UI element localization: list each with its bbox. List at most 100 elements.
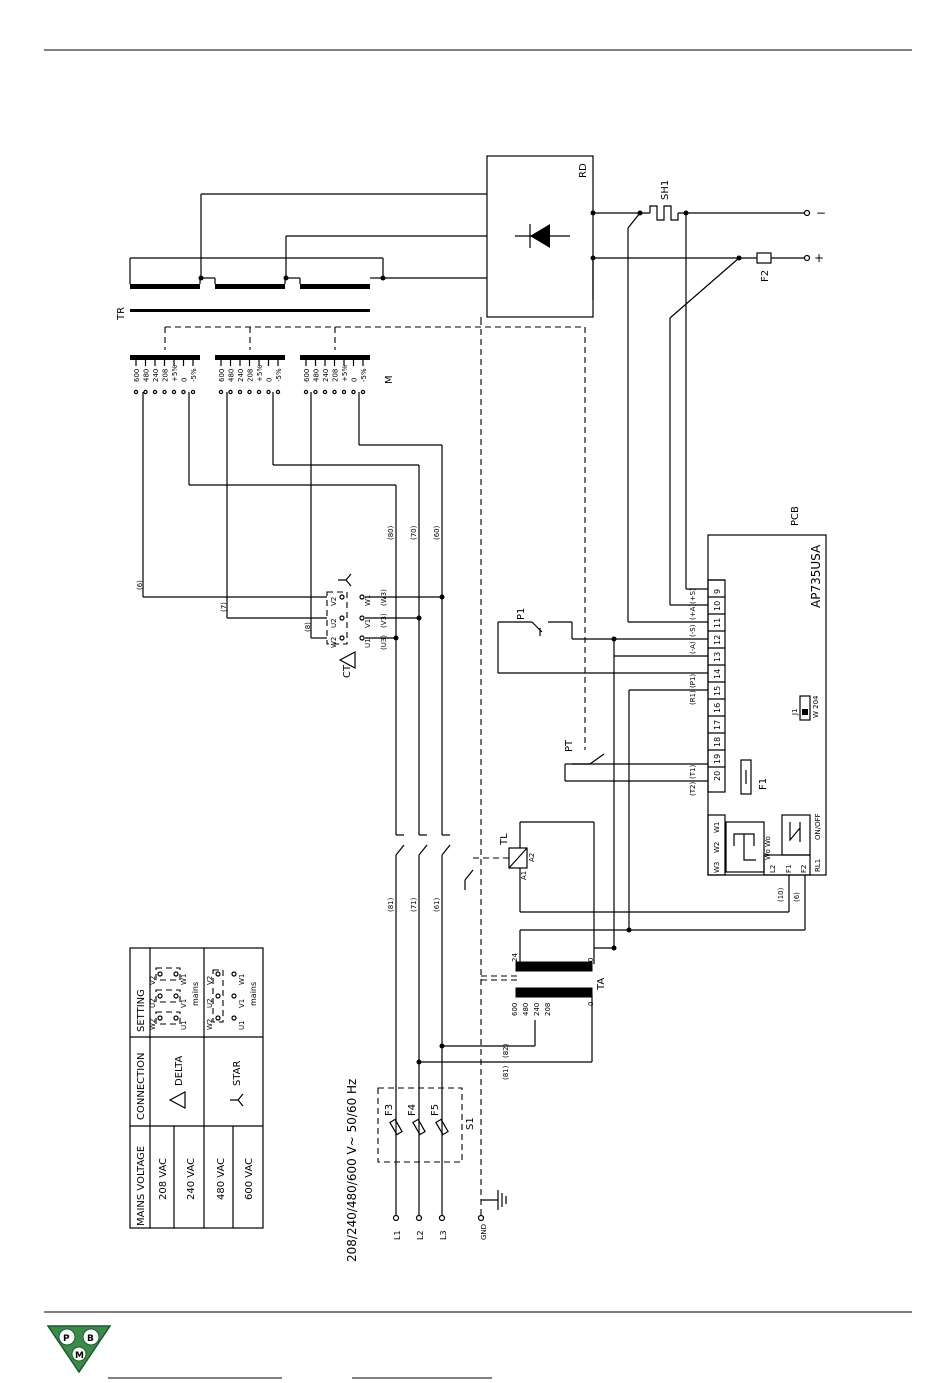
pcb-left-terminal: F2: [800, 865, 808, 873]
sh1-shunt: SH1: [649, 180, 679, 221]
svg-text:P: P: [63, 1334, 70, 1344]
supply-spec: 208/240/480/600 V~ 50/60 Hz: [345, 1079, 359, 1262]
svg-text:0: 0: [587, 958, 595, 962]
tap-label: -5%: [360, 368, 368, 382]
svg-text:M: M: [75, 1351, 84, 1361]
tap-terminal: [303, 389, 309, 395]
tap-label: 0: [351, 378, 359, 382]
svg-text:240: 240: [533, 1003, 541, 1016]
tap-label: 600: [303, 369, 311, 382]
rd-rectifier-box: [486, 155, 594, 318]
pcb-terminal-number: 19: [713, 754, 722, 764]
svg-text:(T1): (T1): [689, 765, 697, 779]
svg-text:V2: V2: [330, 597, 338, 606]
tap-terminal: [322, 389, 328, 395]
svg-text:ON/OFF: ON/OFF: [814, 813, 822, 840]
tr-transformer: TR: [116, 257, 585, 360]
supply-terminals: L1 L2 L3 GND: [392, 1214, 488, 1240]
svg-text:(80): (80): [387, 525, 395, 540]
tap-label: 600: [133, 369, 141, 382]
tap-terminal: [143, 389, 148, 395]
rd-label: RD: [578, 163, 589, 178]
s1-switch-box: [377, 1087, 463, 1163]
output-minus-terminal: [803, 209, 811, 217]
tap-label: -5%: [190, 368, 198, 382]
f2-fuse: F2: [756, 252, 772, 282]
ta-transformer: TA 24 0 600 480 240 208 0: [511, 953, 607, 1062]
voltage-480: 480 VAC: [216, 1158, 227, 1200]
f5-label: F5: [430, 1104, 441, 1116]
pcb-terminal-number: 20: [713, 771, 722, 781]
svg-text:Wo Wo: Wo Wo: [764, 836, 772, 860]
pcb-left-terminal: L2: [769, 865, 777, 873]
svg-text:(70): (70): [410, 525, 418, 540]
tap-terminal: [181, 389, 186, 395]
svg-text:(8): (8): [304, 622, 312, 632]
svg-text:(81): (81): [502, 1065, 510, 1080]
pcb-terminal-number: 18: [713, 737, 722, 747]
pcb-terminal-number: 12: [713, 635, 722, 645]
svg-text:(81): (81): [387, 897, 395, 912]
star-symbol-icon: [230, 1093, 244, 1107]
sh1-label: SH1: [660, 180, 671, 200]
svg-text:(60): (60): [433, 525, 441, 540]
tap-terminal: [266, 389, 271, 395]
svg-text:U1: U1: [238, 1020, 246, 1030]
j1-jumper: J1 W 204: [791, 695, 820, 721]
svg-text:mains: mains: [249, 982, 258, 1006]
s1-label: S1: [465, 1117, 476, 1130]
tap-terminal: [332, 389, 337, 395]
tap-label: 600: [218, 369, 226, 382]
star-label: STAR: [232, 1060, 243, 1086]
pcb-left-terminal: W1: [713, 822, 721, 833]
tap-label: 208: [162, 369, 170, 382]
svg-text:W 204: W 204: [812, 695, 820, 718]
tap-terminal: [228, 389, 233, 395]
ct-terminal-block: CT W2 U2 V2 U1 V1 W1: [326, 573, 372, 678]
ta-label: TA: [596, 978, 607, 991]
svg-text:(+S): (+S): [689, 588, 697, 604]
tap-terminal: [133, 389, 139, 395]
pcb-terminal-number: 11: [713, 618, 722, 628]
voltage-600: 600 VAC: [244, 1158, 255, 1200]
tap-label: 240: [237, 369, 245, 382]
svg-text:V2: V2: [206, 976, 214, 985]
tap-label: 480: [313, 369, 321, 382]
voltage-208: 208 VAC: [158, 1158, 169, 1200]
delta-label: DELTA: [174, 1055, 185, 1086]
tap-terminal: [313, 389, 318, 395]
tr-label: TR: [116, 307, 127, 321]
svg-text:0: 0: [587, 1002, 595, 1006]
pcb-left-terminal: W2: [713, 842, 721, 853]
output-plus: +: [814, 251, 824, 265]
f4-label: F4: [407, 1104, 418, 1116]
tap-label: +5%: [341, 365, 349, 382]
svg-text:W1: W1: [180, 974, 188, 985]
svg-text:V2: V2: [149, 976, 157, 985]
terminal-l1: L1: [393, 1230, 402, 1240]
svg-text:U1: U1: [180, 1020, 188, 1030]
svg-text:W1: W1: [238, 974, 246, 985]
svg-text:V1: V1: [364, 619, 372, 628]
tap-terminal: [360, 389, 366, 395]
diode-icon: [515, 224, 570, 248]
terminal-gnd: GND: [480, 1224, 488, 1240]
svg-text:(+A): (+A): [689, 604, 697, 620]
svg-text:(T2): (T2): [689, 782, 697, 796]
svg-text:(U3): (U3): [380, 635, 388, 650]
svg-text:(61): (61): [433, 897, 441, 912]
tap-label: 240: [322, 369, 330, 382]
terminal-l3: L3: [439, 1230, 448, 1240]
pcb-terminal-number: 10: [713, 601, 722, 611]
tap-terminal: [237, 389, 243, 395]
ground-icon: [481, 1190, 507, 1210]
header-connection: CONNECTION: [136, 1052, 147, 1120]
tap-terminal: [341, 389, 347, 395]
pcb-terminal-number: 16: [713, 703, 722, 713]
header-setting: SETTING: [136, 989, 147, 1032]
star-setting-diagram: W2 U2 V2 U1 V1 W1 mains: [206, 969, 258, 1030]
ct-label: CT: [342, 664, 353, 678]
wowo-relay: Wo Wo: [725, 821, 772, 873]
tl-label: TL: [499, 833, 510, 846]
